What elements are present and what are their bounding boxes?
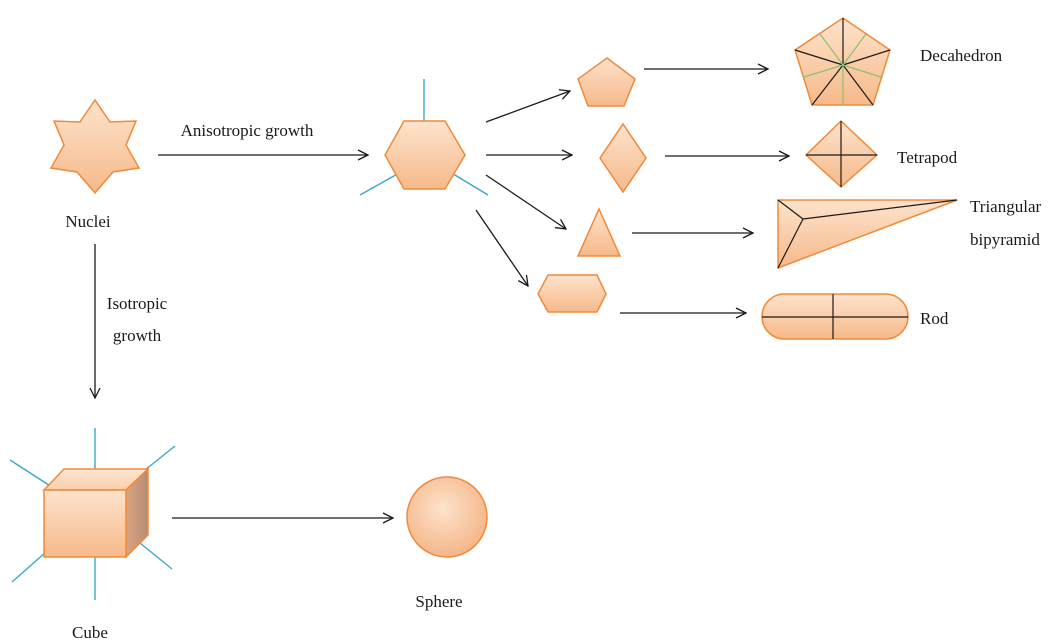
rod-label: Rod bbox=[920, 309, 949, 328]
bipyramid-label-line1: Triangular bbox=[970, 197, 1041, 216]
diamond-shape bbox=[599, 122, 647, 194]
bipyramid-label-line2: bipyramid bbox=[970, 230, 1040, 249]
sphere-shape bbox=[406, 476, 488, 558]
arrow-to-triangle bbox=[485, 174, 566, 229]
tetrapod-shape bbox=[804, 119, 879, 189]
isotropic-label-line2: growth bbox=[113, 326, 162, 345]
isotropic-label-line1: Isotropic bbox=[107, 294, 168, 313]
arrow-to-pentagon bbox=[485, 91, 570, 123]
spike-left bbox=[359, 171, 402, 196]
nuclei-shape bbox=[49, 98, 141, 195]
rod-shape bbox=[761, 293, 909, 340]
spike-right bbox=[449, 171, 489, 196]
nuclei-label: Nuclei bbox=[65, 212, 111, 231]
cube-shape bbox=[9, 428, 176, 600]
cube-label: Cube bbox=[72, 623, 108, 642]
decahedron-label: Decahedron bbox=[920, 46, 1003, 65]
pentagon-shape bbox=[577, 57, 636, 107]
small-hexagon-shape bbox=[537, 274, 607, 313]
arrow-to-small-hexagon bbox=[475, 209, 528, 286]
hexagon-seed bbox=[359, 79, 489, 196]
anisotropic-label: Anisotropic growth bbox=[181, 121, 314, 140]
triangle-shape bbox=[576, 207, 622, 257]
triangular-bipyramid-shape bbox=[777, 199, 958, 270]
decahedron-shape bbox=[794, 17, 891, 106]
tetrapod-label: Tetrapod bbox=[897, 148, 958, 167]
sphere-label: Sphere bbox=[415, 592, 462, 611]
